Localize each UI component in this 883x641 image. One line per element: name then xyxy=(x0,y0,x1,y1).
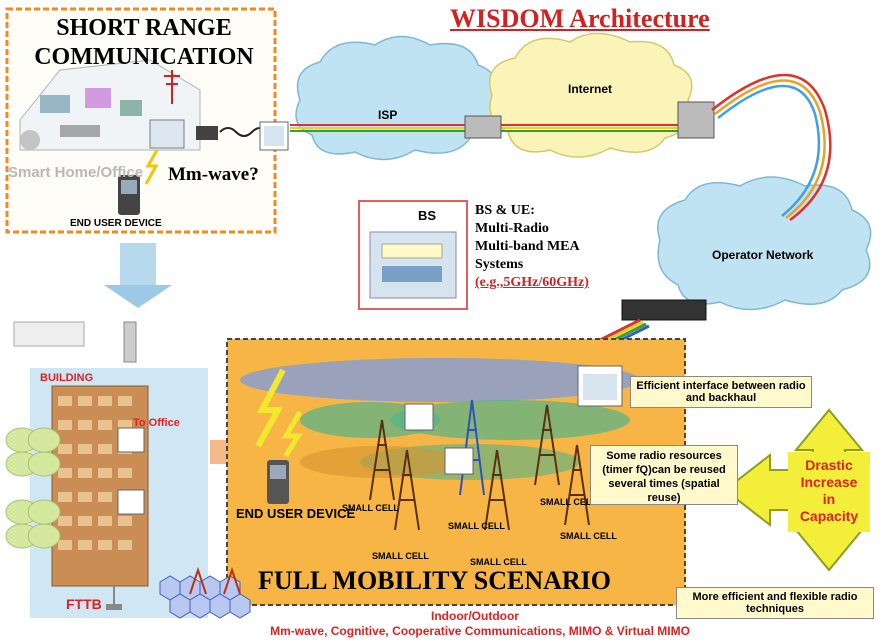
isp-cloud xyxy=(295,35,497,161)
rainbow-arc xyxy=(711,73,832,222)
operator-network-label: Operator Network xyxy=(712,248,814,262)
capacity-line4: Capacity xyxy=(799,508,859,524)
techniques-label: Mm-wave, Cognitive, Cooperative Communic… xyxy=(270,624,690,638)
bs-ue-line2: Multi-band MEA xyxy=(475,239,580,254)
internet-label: Internet xyxy=(568,82,613,96)
smart-home-label: Smart Home/Office xyxy=(8,164,144,181)
bs-ue-frequency-link: (e.g.,5GHz/60GHz) xyxy=(475,275,589,290)
fiber-lines xyxy=(290,124,680,132)
isp-label: ISP xyxy=(378,108,398,122)
short-range-title-line2: COMMUNICATION xyxy=(34,44,254,70)
bs-box xyxy=(358,200,468,310)
bs-ue-heading: BS & UE: xyxy=(475,203,535,218)
fttb-label: FTTB xyxy=(66,596,102,612)
bs-ue-line1: Multi-Radio xyxy=(475,221,549,236)
operator-cloud xyxy=(657,176,872,311)
small-cell-label-4: SMALL CELL xyxy=(560,531,617,541)
indoor-outdoor-label: Indoor/Outdoor xyxy=(431,609,519,623)
full-mobility-title: FULL MOBILITY SCENARIO xyxy=(258,566,611,595)
red-antenna xyxy=(164,70,180,104)
internet-cloud xyxy=(488,32,693,158)
towers xyxy=(369,399,590,531)
small-cell-label-5: SMALL CELL xyxy=(372,551,429,561)
bs-box-label: BS xyxy=(418,208,437,223)
capacity-line2: Increase xyxy=(800,474,858,490)
small-cell-label-6: SMALL CELL xyxy=(470,557,527,567)
end-user-device-label: END USER DEVICE xyxy=(236,506,356,521)
short-range-title: SHORT RANGE COMMUNICATION xyxy=(24,14,264,72)
to-office-label: To Office xyxy=(133,417,180,429)
small-cell-label-3: SMALL CELL xyxy=(540,497,597,507)
note-interface: Efficient interface between radio and ba… xyxy=(630,376,812,408)
small-cell-label-1: SMALL CELL xyxy=(342,503,399,513)
capacity-text: Drastic Increase in Capacity xyxy=(790,457,868,525)
small-cell-label-2: SMALL CELL xyxy=(448,521,505,531)
page-title: WISDOM Architecture xyxy=(450,4,710,33)
short-range-title-line1: SHORT RANGE xyxy=(56,15,232,41)
note-efficient-radio: More efficient and flexible radio techni… xyxy=(676,587,874,619)
end-user-device-label-small: END USER DEVICE xyxy=(70,218,162,229)
smart-home-devices xyxy=(19,59,218,151)
mm-wave-label: Mm-wave? xyxy=(168,164,259,185)
down-arrow xyxy=(104,243,172,308)
building-label: BUILDING xyxy=(40,372,94,384)
bs-ue-line3: Systems xyxy=(475,257,524,272)
note-spatial-reuse: Some radio resources (timer fQ)can be re… xyxy=(590,445,738,505)
capacity-line1: Drastic xyxy=(805,457,853,473)
bs-ue-description: BS & UE: Multi-Radio Multi-band MEA Syst… xyxy=(475,202,589,292)
capacity-line3: in xyxy=(822,491,836,507)
